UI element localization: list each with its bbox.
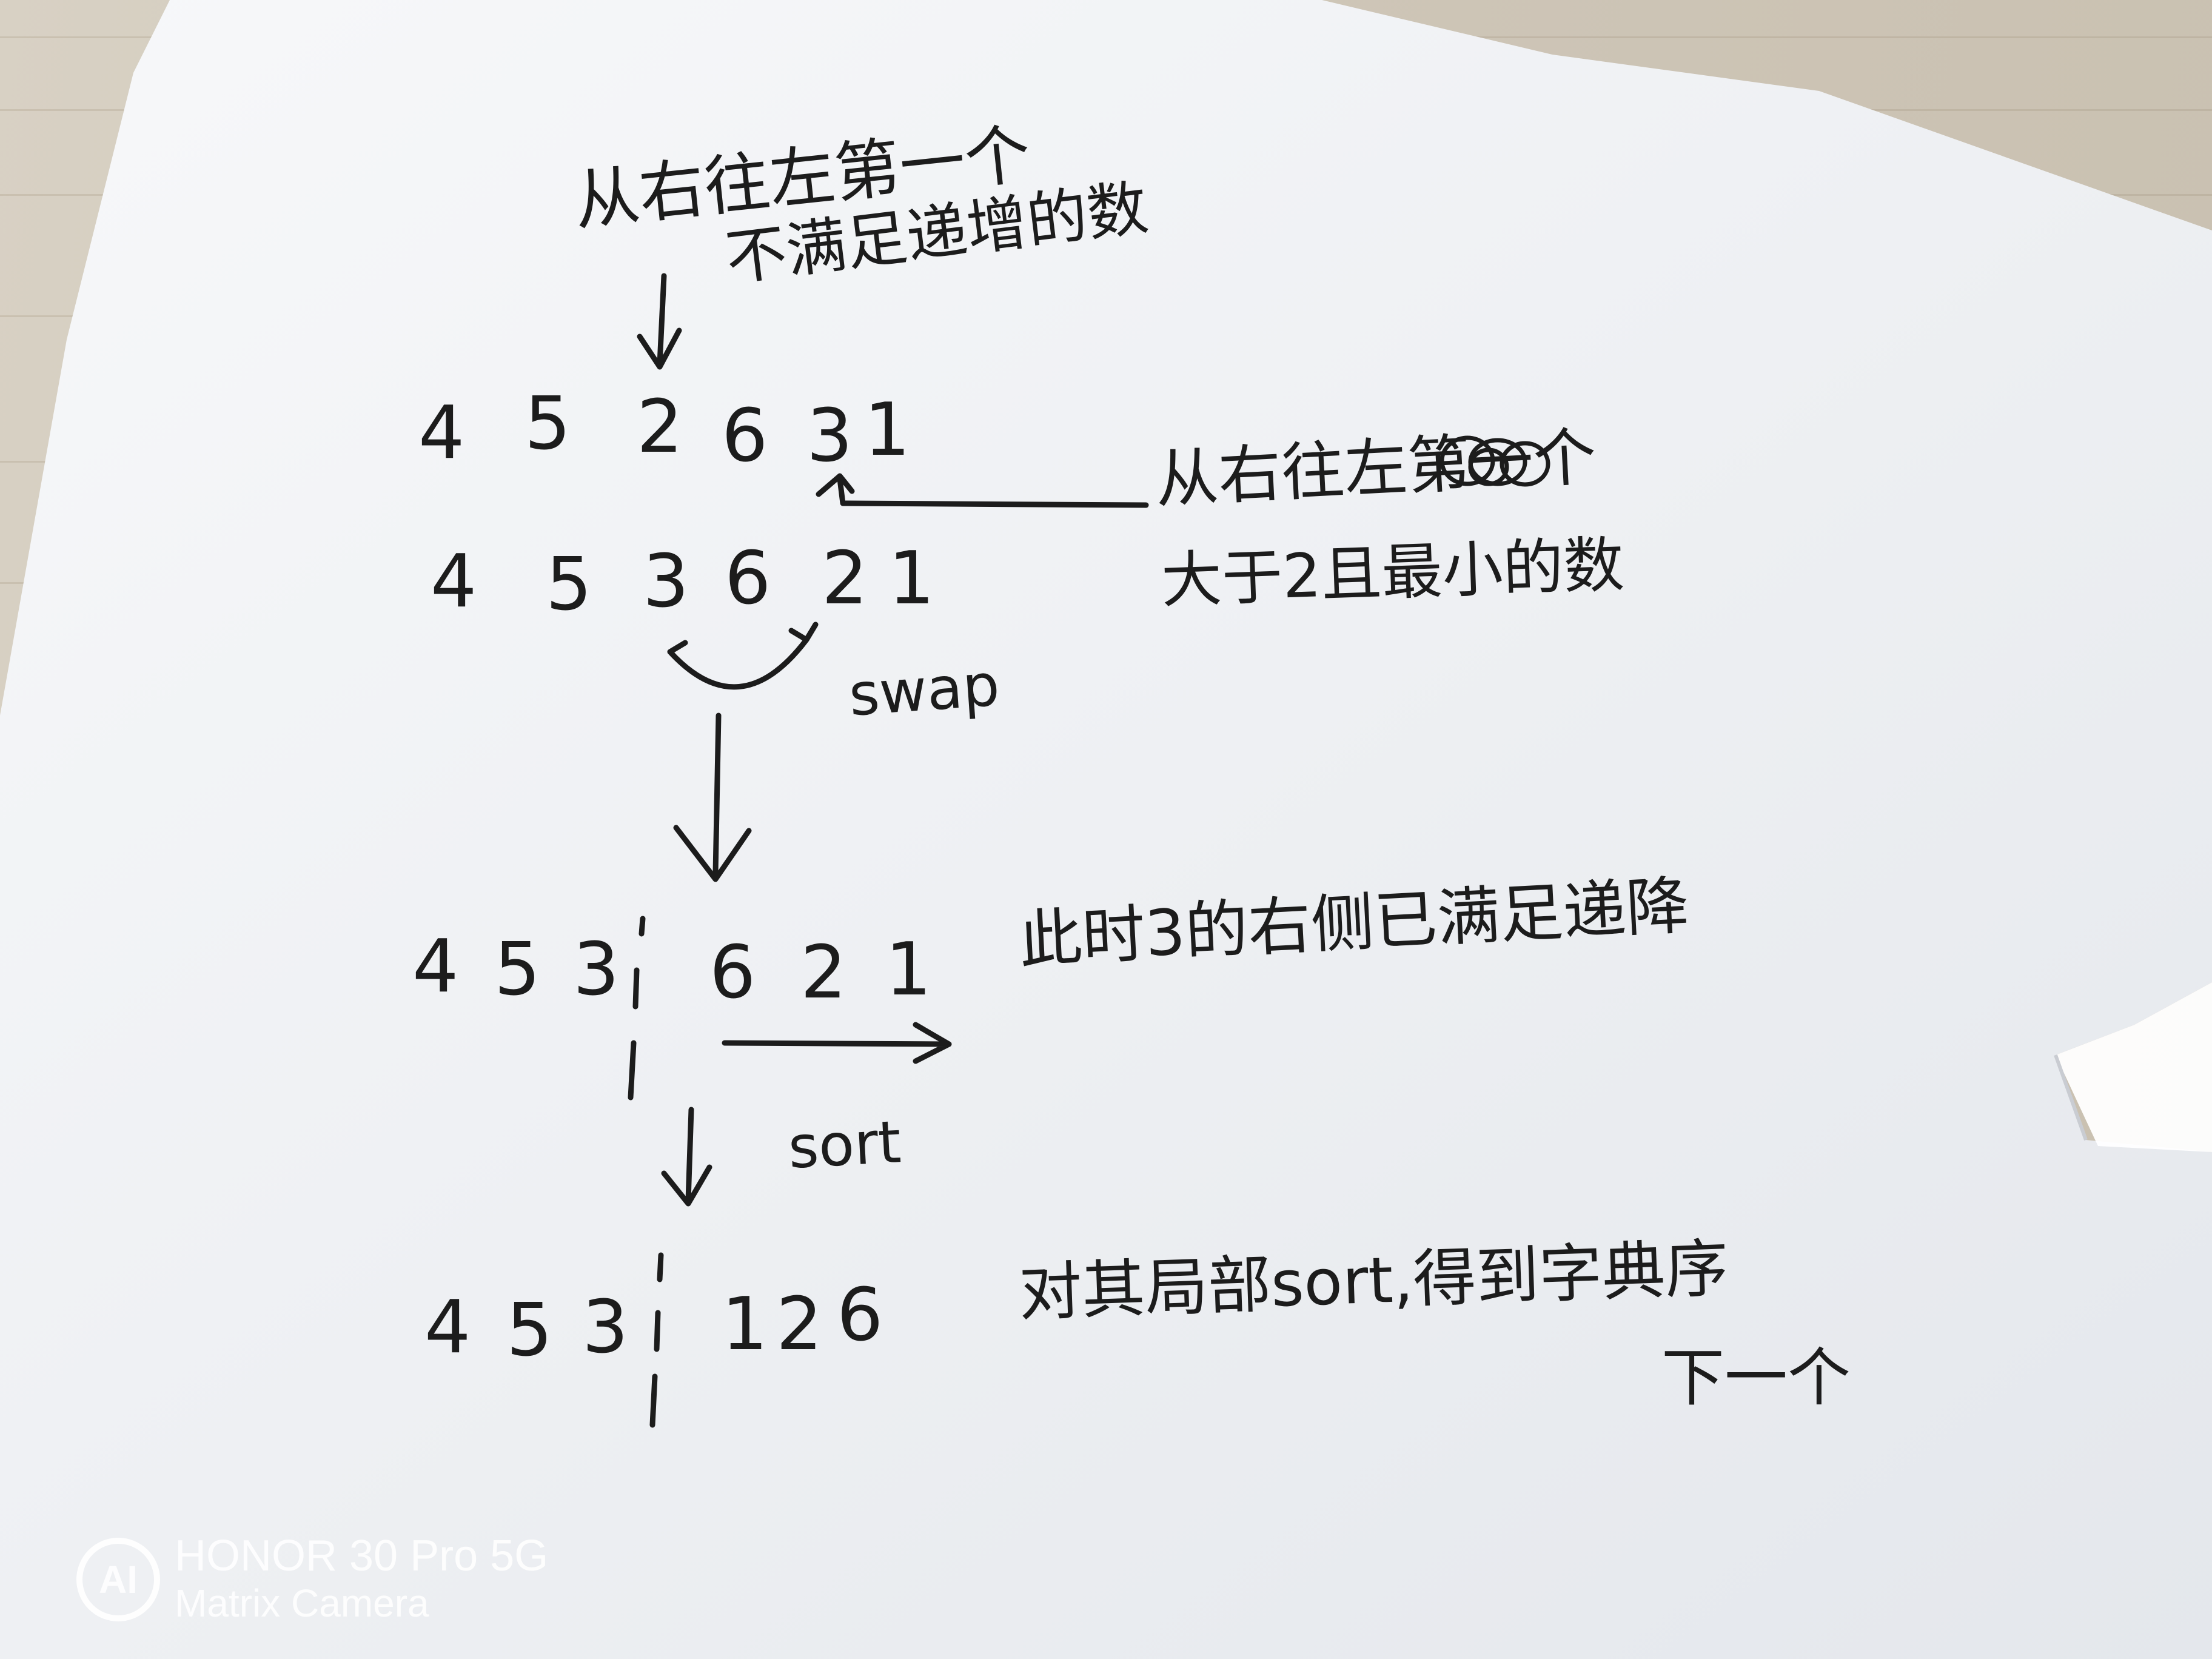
scribble-mark [1439,435,1550,487]
right-arrow-icon [722,1022,952,1064]
down-arrow-icon [637,273,682,370]
ai-logo-icon: AI [76,1538,160,1621]
row4-left-digit: 5 [506,1289,553,1373]
sort-label: sort [786,1108,903,1182]
side-note3-line2: 下一个 [1661,1341,1851,1415]
row1-digit: 3 [806,394,853,478]
row1-digit: 6 [722,394,768,478]
side-note1-line2: 大于2且最小的数 [1160,529,1626,617]
row2-digit: 3 [643,540,689,624]
row3-right-digit: 1 [885,928,932,1012]
watermark-camera: Matrix Camera [175,1581,429,1625]
row2-digit: 5 [546,543,592,627]
svg-text:AI: AI [99,1558,138,1601]
row2-digit: 2 [822,537,868,621]
row1-digit: 1 [864,388,911,472]
row4-right-digit: 6 [837,1273,883,1358]
row3-right-digit: 2 [800,931,847,1015]
divider-line [649,1252,664,1428]
row2-digit: 1 [888,537,935,621]
row2-digit: 4 [431,540,477,624]
camera-watermark: AI HONOR 30 Pro 5G Matrix Camera [73,1528,618,1637]
row3-right-digit: 6 [709,931,756,1015]
row2-digit: 6 [725,537,771,621]
paper-fold-shadow [2054,1054,2088,1141]
swap-arrow-icon [667,622,819,690]
divider-line [628,916,646,1101]
row4-right-digit: 2 [776,1282,823,1367]
down-arrow-icon [661,1107,712,1207]
down-arrow-icon [673,712,752,882]
row1-digit: 2 [637,385,683,469]
paper-torn-flap [2056,982,2212,1152]
pointer-arrow-icon [816,473,1149,508]
row3-left-digit: 3 [573,928,620,1012]
row1-digit: 4 [418,391,465,475]
row4-right-digit: 1 [722,1282,768,1367]
watermark-model: HONOR 30 Pro 5G [175,1532,549,1580]
row4-left-digit: 3 [582,1285,629,1370]
row1-digit: 5 [525,382,571,466]
row3-left-digit: 5 [494,928,541,1012]
swap-label: swap [846,651,1002,729]
row3-left-digit: 4 [412,925,459,1009]
row4-left-digit: 4 [424,1285,471,1370]
